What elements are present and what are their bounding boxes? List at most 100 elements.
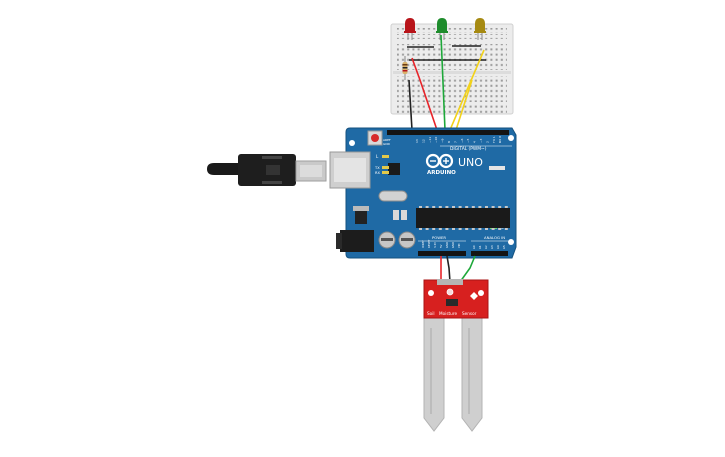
wire-yellow-2[interactable] xyxy=(455,79,473,131)
mounting-hole xyxy=(508,135,514,141)
ioref-label: IOREF xyxy=(421,240,425,248)
gnd-label-power-2: GND xyxy=(451,242,455,248)
chip-pin xyxy=(445,206,449,208)
sensor-probe-right xyxy=(461,315,483,432)
usb-chip xyxy=(388,163,400,175)
usb-cable[interactable] xyxy=(207,154,327,186)
digital-pin-label: 4 xyxy=(473,141,477,143)
sensor-hole xyxy=(428,290,434,296)
wire-sensor-signal[interactable] xyxy=(459,255,476,283)
digital-pin-label: ~9 xyxy=(441,138,445,143)
chip-pin xyxy=(445,228,449,230)
digital-header xyxy=(387,130,509,135)
voltage-regulator xyxy=(355,210,367,224)
3v3-label: 3.3V xyxy=(433,242,437,248)
gnd-label: GND xyxy=(383,142,391,146)
chip-pin xyxy=(419,228,422,230)
chip-pin xyxy=(491,228,495,230)
digital-pin-label: 13 xyxy=(415,139,419,143)
sensor-hole xyxy=(478,290,484,296)
digital-label: DIGITAL (PWM~) xyxy=(450,146,487,152)
power-pin-labels: IOREF RESET 3.3V 5V GND GND VIN xyxy=(421,239,461,248)
power-header xyxy=(418,251,466,256)
leds xyxy=(404,18,486,40)
analog-pin-label: A4 xyxy=(496,245,500,249)
analog-pin-label: A3 xyxy=(490,245,494,249)
model-label: UNO xyxy=(458,156,483,169)
tx-label: TX xyxy=(374,166,380,170)
l-led-label: L xyxy=(376,154,379,159)
chip-pin xyxy=(471,228,475,230)
rx-label: RX xyxy=(375,171,380,175)
analog-pin-label: A1 xyxy=(478,245,482,249)
digital-pin-label: 8 xyxy=(447,141,451,143)
yellow-led[interactable] xyxy=(474,18,486,40)
chip-pin xyxy=(491,206,495,208)
chip-pin xyxy=(452,206,455,208)
chip-pin xyxy=(485,228,488,230)
sensor-pad xyxy=(446,288,454,296)
mounting-hole xyxy=(508,239,514,245)
chip-pin xyxy=(425,206,429,208)
chip-pin xyxy=(471,206,475,208)
green-led[interactable] xyxy=(436,18,448,40)
chip-pin xyxy=(485,206,488,208)
sensor-label-soil: Soil xyxy=(427,311,435,316)
wires-top xyxy=(408,34,485,131)
analog-pin-label: A5 xyxy=(502,245,506,249)
chip-pin xyxy=(432,228,436,230)
chip-pin xyxy=(438,228,442,230)
digital-pin-label: TX 1 xyxy=(492,136,496,144)
tx-led xyxy=(382,166,389,169)
chip-pin xyxy=(498,206,502,208)
rx-led xyxy=(382,171,389,174)
wire-yellow[interactable] xyxy=(449,49,485,131)
power-label: POWER xyxy=(432,235,446,240)
digital-pin-label: 2 xyxy=(485,141,489,143)
digital-pin-label: ~11 xyxy=(428,137,432,143)
chip-pin xyxy=(452,228,455,230)
digital-pin-label: ~3 xyxy=(479,138,483,143)
wire-green[interactable] xyxy=(440,34,446,131)
digital-pin-label: ~5 xyxy=(466,138,470,143)
chip-pin xyxy=(425,228,429,230)
digital-pin-label: ~10 xyxy=(434,137,438,143)
analog-pin-label: A0 xyxy=(472,245,476,249)
sensor-transistor xyxy=(446,299,458,306)
chip-pin xyxy=(438,206,442,208)
chip-pin xyxy=(465,206,469,208)
chip-pin xyxy=(458,206,462,208)
crystal xyxy=(378,190,408,202)
icsp-marker xyxy=(489,166,505,170)
wire-red[interactable] xyxy=(411,57,438,131)
chip-pin xyxy=(465,228,469,230)
breadboard[interactable] xyxy=(390,23,514,115)
digital-pin-label: ~6 xyxy=(460,138,464,143)
wire-sensor-gnd[interactable] xyxy=(446,255,451,283)
analog-label: ANALOG IN xyxy=(484,235,505,240)
vin-label: VIN xyxy=(457,243,461,248)
resistor[interactable] xyxy=(402,56,408,80)
wires-bottom xyxy=(440,255,476,283)
chip-pin xyxy=(498,228,502,230)
analog-header xyxy=(471,251,508,256)
chip-pin xyxy=(504,206,508,208)
aref-label: AREF xyxy=(383,138,391,142)
sensor-label-sensor: Sensor xyxy=(462,311,477,316)
power-jack xyxy=(340,230,374,252)
arduino-uno-board[interactable]: L TX RX ON ARDUINO UNO 1312~11~10~987~6~… xyxy=(329,127,517,259)
soil-moisture-sensor[interactable]: Soil Moisture Sensor xyxy=(423,279,489,432)
chip-pins xyxy=(419,206,508,230)
digital-pin-label: 12 xyxy=(421,139,425,143)
mounting-hole xyxy=(349,140,355,146)
arduino-logo xyxy=(425,153,454,169)
red-led[interactable] xyxy=(404,18,416,40)
analog-pin-label: A2 xyxy=(484,245,488,249)
chip-pin xyxy=(432,206,436,208)
sensor-header xyxy=(437,279,463,285)
digital-pin-label: RX 0 xyxy=(498,136,502,143)
wire-black-gnd[interactable] xyxy=(408,79,413,131)
